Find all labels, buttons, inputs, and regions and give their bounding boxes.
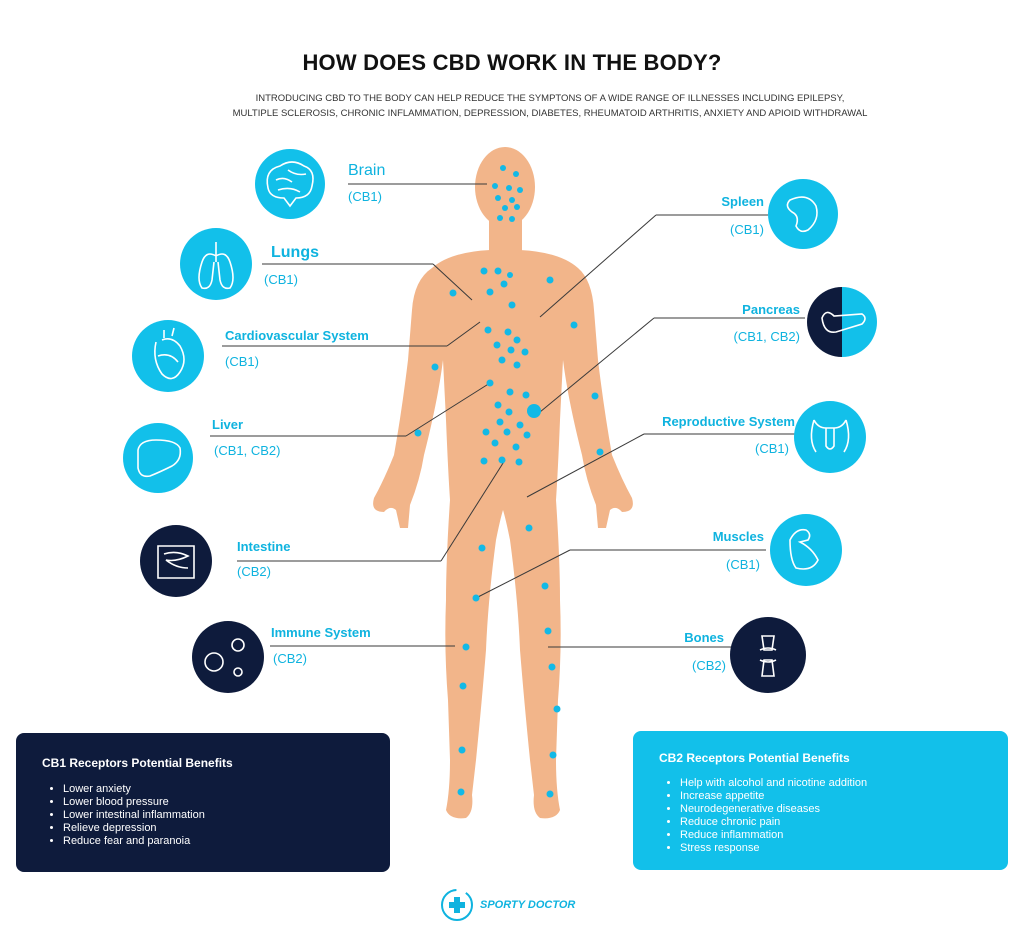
brain-icon (255, 149, 325, 219)
immune-system-label: Immune System (271, 625, 371, 640)
muscles-receptors: (CB1) (726, 557, 760, 572)
heart-icon (132, 320, 204, 392)
muscle-icon (770, 514, 842, 586)
connector-lines (210, 183, 805, 648)
liver-label: Liver (212, 417, 244, 432)
list-item: Help with alcohol and nicotine addition (680, 777, 867, 790)
human-body-silhouette (373, 147, 633, 819)
reproductive-icon (794, 401, 866, 473)
list-item: Lower intestinal inflammation (63, 809, 205, 822)
sporty-doctor-logo: SPORTY DOCTOR (440, 888, 575, 922)
bones-receptors: (CB2) (692, 658, 726, 673)
intestine-label: Intestine (237, 539, 291, 554)
list-item: Stress response (680, 842, 867, 855)
cardiovascular-receptors: (CB1) (225, 354, 259, 369)
lungs-label: Lungs (271, 244, 319, 261)
immune-system-receptors: (CB2) (273, 651, 307, 666)
subtitle-line-1: INTRODUCING CBD TO THE BODY CAN HELP RED… (255, 93, 845, 104)
pancreas-receptors: (CB1, CB2) (733, 329, 800, 344)
cb2-benefits-panel: CB2 Receptors Potential Benefits Help wi… (633, 731, 1008, 870)
list-item: Relieve depression (63, 822, 205, 835)
lungs-receptors: (CB1) (264, 272, 298, 287)
muscles-label: Muscles (712, 529, 764, 544)
page-title: HOW DOES CBD WORK IN THE BODY? (302, 50, 722, 75)
spleen-label: Spleen (721, 194, 764, 209)
liver-icon (123, 423, 193, 493)
bone-icon (730, 617, 806, 693)
list-item: Reduce chronic pain (680, 816, 867, 829)
cb1-benefits-title: CB1 Receptors Potential Benefits (42, 756, 233, 770)
cb1-benefits-list: Lower anxiety Lower blood pressure Lower… (43, 783, 205, 848)
list-item: Lower blood pressure (63, 796, 205, 809)
cb1-benefits-panel: CB1 Receptors Potential Benefits Lower a… (16, 733, 390, 872)
cb2-benefits-list: Help with alcohol and nicotine addition … (660, 777, 867, 855)
spleen-icon (768, 179, 838, 249)
brain-receptors: (CB1) (348, 189, 382, 204)
brain-label: Brain (348, 162, 386, 179)
list-item: Neurodegenerative diseases (680, 803, 867, 816)
reproductive-system-label: Reproductive System (662, 414, 795, 429)
cardiovascular-label: Cardiovascular System (225, 328, 369, 343)
reproductive-system-receptors: (CB1) (755, 441, 789, 456)
page-subtitle: INTRODUCING CBD TO THE BODY CAN HELP RED… (170, 91, 930, 121)
logo-text: SPORTY DOCTOR (480, 899, 576, 911)
subtitle-line-2: MULTIPLE SCLEROSIS, CHRONIC INFLAMMATION… (232, 108, 868, 119)
list-item: Lower anxiety (63, 783, 205, 796)
bones-label: Bones (684, 630, 724, 645)
pancreas-label: Pancreas (742, 302, 800, 317)
medical-cross-icon (441, 889, 473, 921)
list-item: Reduce inflammation (680, 829, 867, 842)
lungs-icon (180, 228, 252, 300)
cb2-benefits-title: CB2 Receptors Potential Benefits (659, 751, 850, 765)
list-item: Reduce fear and paranoia (63, 835, 205, 848)
receptor-dots (414, 165, 604, 798)
list-item: Increase appetite (680, 790, 867, 803)
spleen-receptors: (CB1) (730, 222, 764, 237)
immune-cells-icon (192, 621, 264, 693)
intestine-icon (140, 525, 212, 597)
pancreas-icon (807, 287, 877, 357)
liver-receptors: (CB1, CB2) (214, 443, 281, 458)
intestine-receptors: (CB2) (237, 564, 271, 579)
